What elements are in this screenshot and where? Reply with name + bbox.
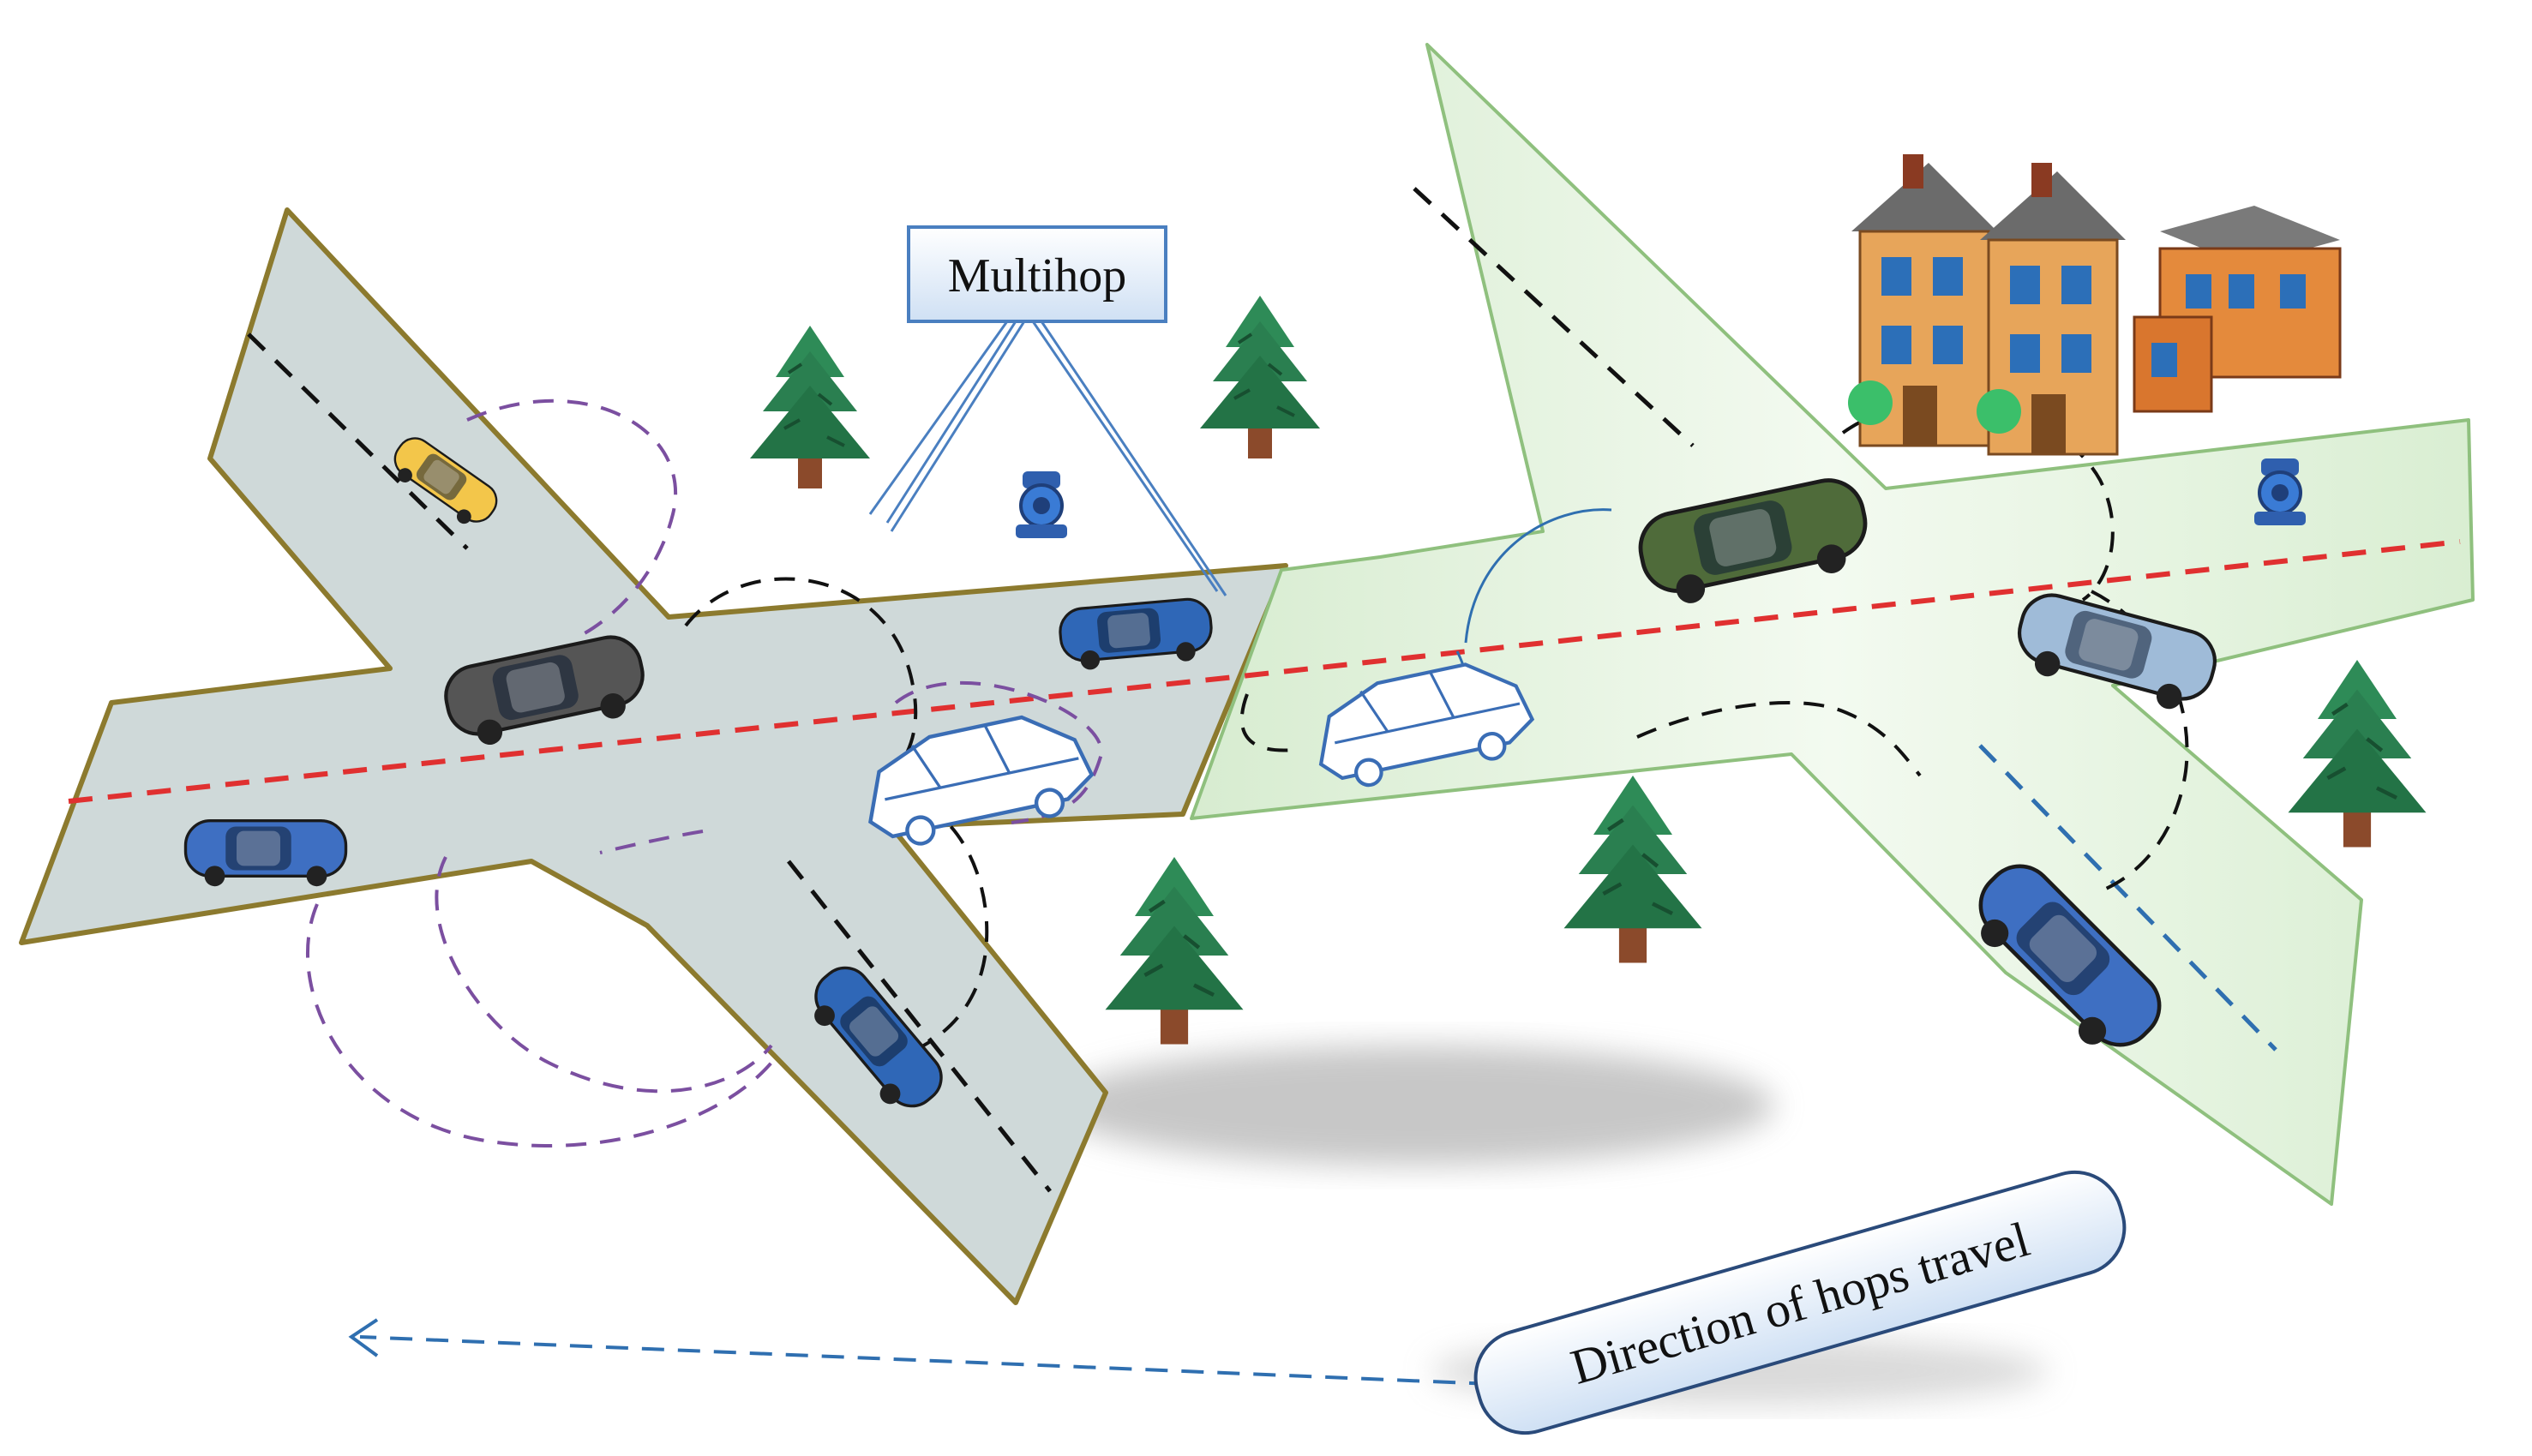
tree-icon (748, 324, 872, 490)
tree-icon (2289, 660, 2427, 848)
multihop-label: Multihop (948, 249, 1126, 303)
house-icon (2133, 206, 2342, 413)
blue-lane-marking (1978, 744, 2277, 1052)
tree-icon (1106, 857, 1244, 1045)
multihop-callout-lines (868, 321, 1227, 596)
left-intersection-road (19, 207, 1288, 1305)
arrow-head-icon (348, 1318, 379, 1357)
roadside-unit-icon (2253, 457, 2307, 527)
lane-markings (247, 187, 1695, 1193)
house-icon (1848, 154, 1997, 447)
link-arc (1464, 508, 1612, 644)
car-icon (183, 819, 348, 888)
roadside-unit-icon (1014, 470, 1069, 540)
house-icon (1977, 163, 2126, 456)
multihop-callout-box (907, 225, 1167, 323)
tree-icon (1564, 776, 1702, 963)
center-lane-line (68, 539, 2461, 804)
direction-arrow (359, 1335, 1492, 1386)
tree-icon (1198, 294, 1322, 460)
right-intersection-road (1190, 43, 2475, 1206)
